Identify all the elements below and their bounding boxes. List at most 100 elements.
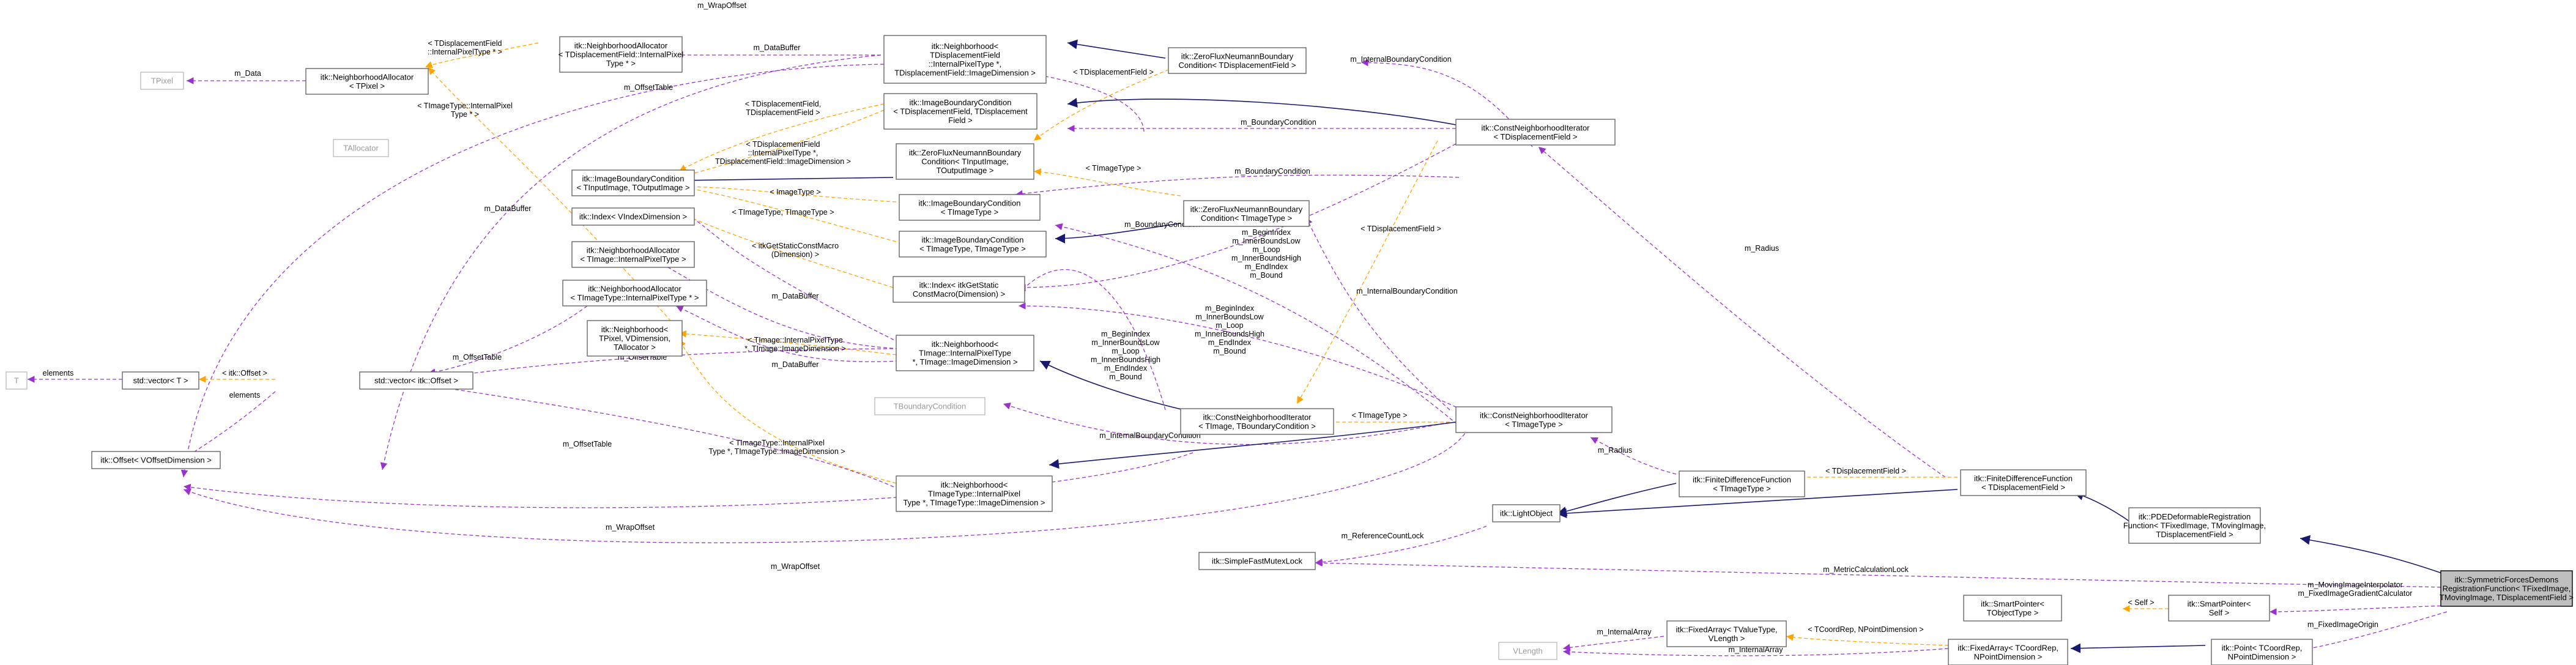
class-node-label: itk::NeighborhoodAllocator< TImageType::…: [570, 284, 699, 302]
edge-tmpl-timagetype: [1033, 168, 1181, 196]
edge-tmpl-imagetype: [678, 183, 897, 202]
class-node-nb-tdf[interactable]: itk::Neighborhood<TDisplacementField::In…: [883, 35, 1047, 84]
edge-inh-zfn-tin: [678, 175, 894, 185]
class-node-label: itk::Neighborhood<TPixel, VDimension,TAl…: [599, 325, 670, 352]
edge-inh-zfn-timg: [1055, 223, 1181, 243]
class-node-label: itk::SimpleFastMutexLock: [1212, 557, 1303, 566]
class-node-cni-timgtype[interactable]: itk::ConstNeighborhoodIterator< TImageTy…: [1455, 406, 1613, 433]
class-node-na-timg-ipt[interactable]: itk::NeighborhoodAllocator< TImage::Inte…: [571, 241, 695, 268]
class-node-label: itk::FiniteDifferenceFunction< TImageTyp…: [1693, 475, 1791, 493]
class-node-box: [899, 231, 1047, 258]
edge-tmpl-ibc-tdf: [678, 103, 885, 172]
edge-begin-index-mid: [1018, 302, 1463, 411]
class-node-box: [896, 475, 1053, 512]
class-node-nb-timgtype[interactable]: itk::Neighborhood<TImageType::InternalPi…: [896, 475, 1053, 512]
class-node-label: itk::Index< VIndexDimension >: [579, 212, 687, 221]
class-node-ibc-timg[interactable]: itk::ImageBoundaryCondition< TImageType …: [899, 194, 1041, 221]
class-node-na-tdf-ipt[interactable]: itk::NeighborhoodAllocator< TDisplacemen…: [559, 36, 684, 73]
edge-label-elements-t: elements: [43, 369, 74, 377]
edge-moving-interp: [2269, 605, 2448, 615]
class-node-sp-self[interactable]: itk::SmartPointer<Self >: [2168, 595, 2270, 622]
class-node-na-timg-iptp[interactable]: itk::NeighborhoodAllocator< TImageType::…: [562, 280, 707, 306]
edge-internal-array-low: [1562, 648, 1949, 656]
class-node-tallocator[interactable]: TAllocator: [333, 139, 389, 157]
class-node-nb-tpixel[interactable]: itk::Neighborhood<TPixel, VDimension,TAl…: [587, 320, 683, 357]
edge-label-offset-table-left: m_OffsetTable: [453, 353, 502, 362]
class-node-na-tpixel[interactable]: itk::NeighborhoodAllocator< TPixel >: [305, 68, 429, 95]
class-node-label: itk::ConstNeighborhoodIterator< TDisplac…: [1481, 123, 1590, 141]
class-node-sp-tobj[interactable]: itk::SmartPointer<TObjectType >: [1963, 595, 2062, 622]
class-node-box: [571, 241, 695, 268]
edge-wrap-offset-top: [180, 64, 1145, 478]
edge-label-data-buffer-low: m_DataBuffer: [772, 360, 819, 369]
class-node-nb-timage[interactable]: itk::Neighborhood<TImage::InternalPixelT…: [896, 335, 1034, 371]
class-node-t[interactable]: T: [6, 371, 28, 390]
class-node-vec-offset[interactable]: std::vector< itk::Offset >: [359, 371, 473, 390]
edge-inh-cni-tdf: [1067, 98, 1460, 126]
edge-label-tcoord-tmpl: < TCoordRep, NPointDimension >: [1808, 625, 1923, 634]
class-node-sfml[interactable]: itk::SimpleFastMutexLock: [1198, 552, 1316, 570]
edge-label-internal-bc-mid: m_InternalBoundaryCondition: [1356, 287, 1457, 295]
class-node-box: [1960, 469, 2087, 496]
edge-label-m-data: m_Data: [234, 69, 261, 78]
class-node-tboundary[interactable]: TBoundaryCondition: [874, 397, 985, 415]
class-node-point[interactable]: itk::Point< TCoordRep,NPointDimension >: [2211, 639, 2313, 665]
edge-label-internal-array-top: m_InternalArray: [1597, 628, 1652, 636]
class-node-box: [122, 371, 199, 390]
class-node-box: [883, 35, 1047, 84]
edge-label-offset-table-low: m_OffsetTable: [563, 440, 612, 448]
class-node-offset-vdim[interactable]: itk::Offset< VOffsetDimension >: [91, 451, 221, 469]
class-node-box: [1963, 595, 2062, 622]
edge-internal-array-top: [1562, 636, 1665, 652]
nodes: TPixel itk::NeighborhoodAllocator< TPixel…: [6, 35, 2574, 665]
class-node-box: [1198, 552, 1316, 570]
edge-inh-pde: [2073, 491, 2132, 524]
edges: [28, 39, 2481, 656]
edge-bc-mid: [1015, 174, 1460, 198]
class-node-fa-tvalue[interactable]: itk::FixedArray< TValueType,VLength >: [1666, 620, 1787, 647]
class-node-label: itk::ConstNeighborhoodIterator< TImageTy…: [1480, 411, 1589, 429]
edge-wrap-offset-low: [183, 428, 1469, 543]
class-node-cni-timage-tbc[interactable]: itk::ConstNeighborhoodIterator< TImage, …: [1180, 408, 1334, 435]
class-node-fdf-timg[interactable]: itk::FiniteDifferenceFunction< TImageTyp…: [1679, 470, 1805, 497]
class-node-box: [896, 335, 1034, 371]
edge-elements-offset: [183, 391, 276, 459]
class-node-vlength[interactable]: VLength: [1498, 642, 1557, 660]
class-node-lightobject[interactable]: itk::LightObject: [1492, 504, 1561, 522]
class-node-ibc-timg2[interactable]: itk::ImageBoundaryCondition< TImageType,…: [899, 231, 1047, 258]
edge-label-internal-bc-low: m_InternalBoundaryCondition: [1099, 431, 1200, 440]
edge-label-data-buffer-top: m_DataBuffer: [754, 43, 801, 52]
class-node-label: itk::Neighborhood<TImage::InternalPixelT…: [912, 340, 1017, 366]
class-node-ibc-tdf[interactable]: itk::ImageBoundaryCondition< TDisplaceme…: [883, 93, 1037, 130]
class-node-index-vdim[interactable]: itk::Index< VIndexDimension >: [571, 207, 695, 226]
class-node-tpixel[interactable]: TPixel: [140, 72, 184, 90]
edge-label-metric-lock: m_MetricCalculationLock: [1823, 565, 1909, 574]
edge-label-timg-timg-tmpl: < TImageType, TImageType >: [732, 208, 834, 217]
edge-label-fixed-origin: m_FixedImageOrigin: [2307, 620, 2378, 629]
class-node-box: [1666, 620, 1787, 647]
class-node-box: [1679, 470, 1805, 497]
edge-label-data-buffer-mid: m_DataBuffer: [772, 292, 819, 300]
class-node-cni-tdf[interactable]: itk::ConstNeighborhoodIterator< TDisplac…: [1455, 119, 1616, 146]
class-node-vec-t[interactable]: std::vector< T >: [122, 371, 199, 390]
class-node-fa-tcoord[interactable]: itk::FixedArray< TCoordRep,NPointDimensi…: [1948, 639, 2068, 665]
class-node-fdf-tdf[interactable]: itk::FiniteDifferenceFunction< TDisplace…: [1960, 469, 2087, 496]
edge-offset-table-low: [428, 382, 900, 490]
class-node-box: [587, 320, 683, 357]
edge-bc-lower: [1055, 223, 1463, 429]
class-node-ibc-tin[interactable]: itk::ImageBoundaryCondition< TInputImage…: [571, 169, 695, 196]
class-node-label: itk::NeighborhoodAllocator< TDisplacemen…: [559, 41, 684, 68]
edge-label-bc-lower: m_BoundaryCondition: [1124, 220, 1200, 229]
